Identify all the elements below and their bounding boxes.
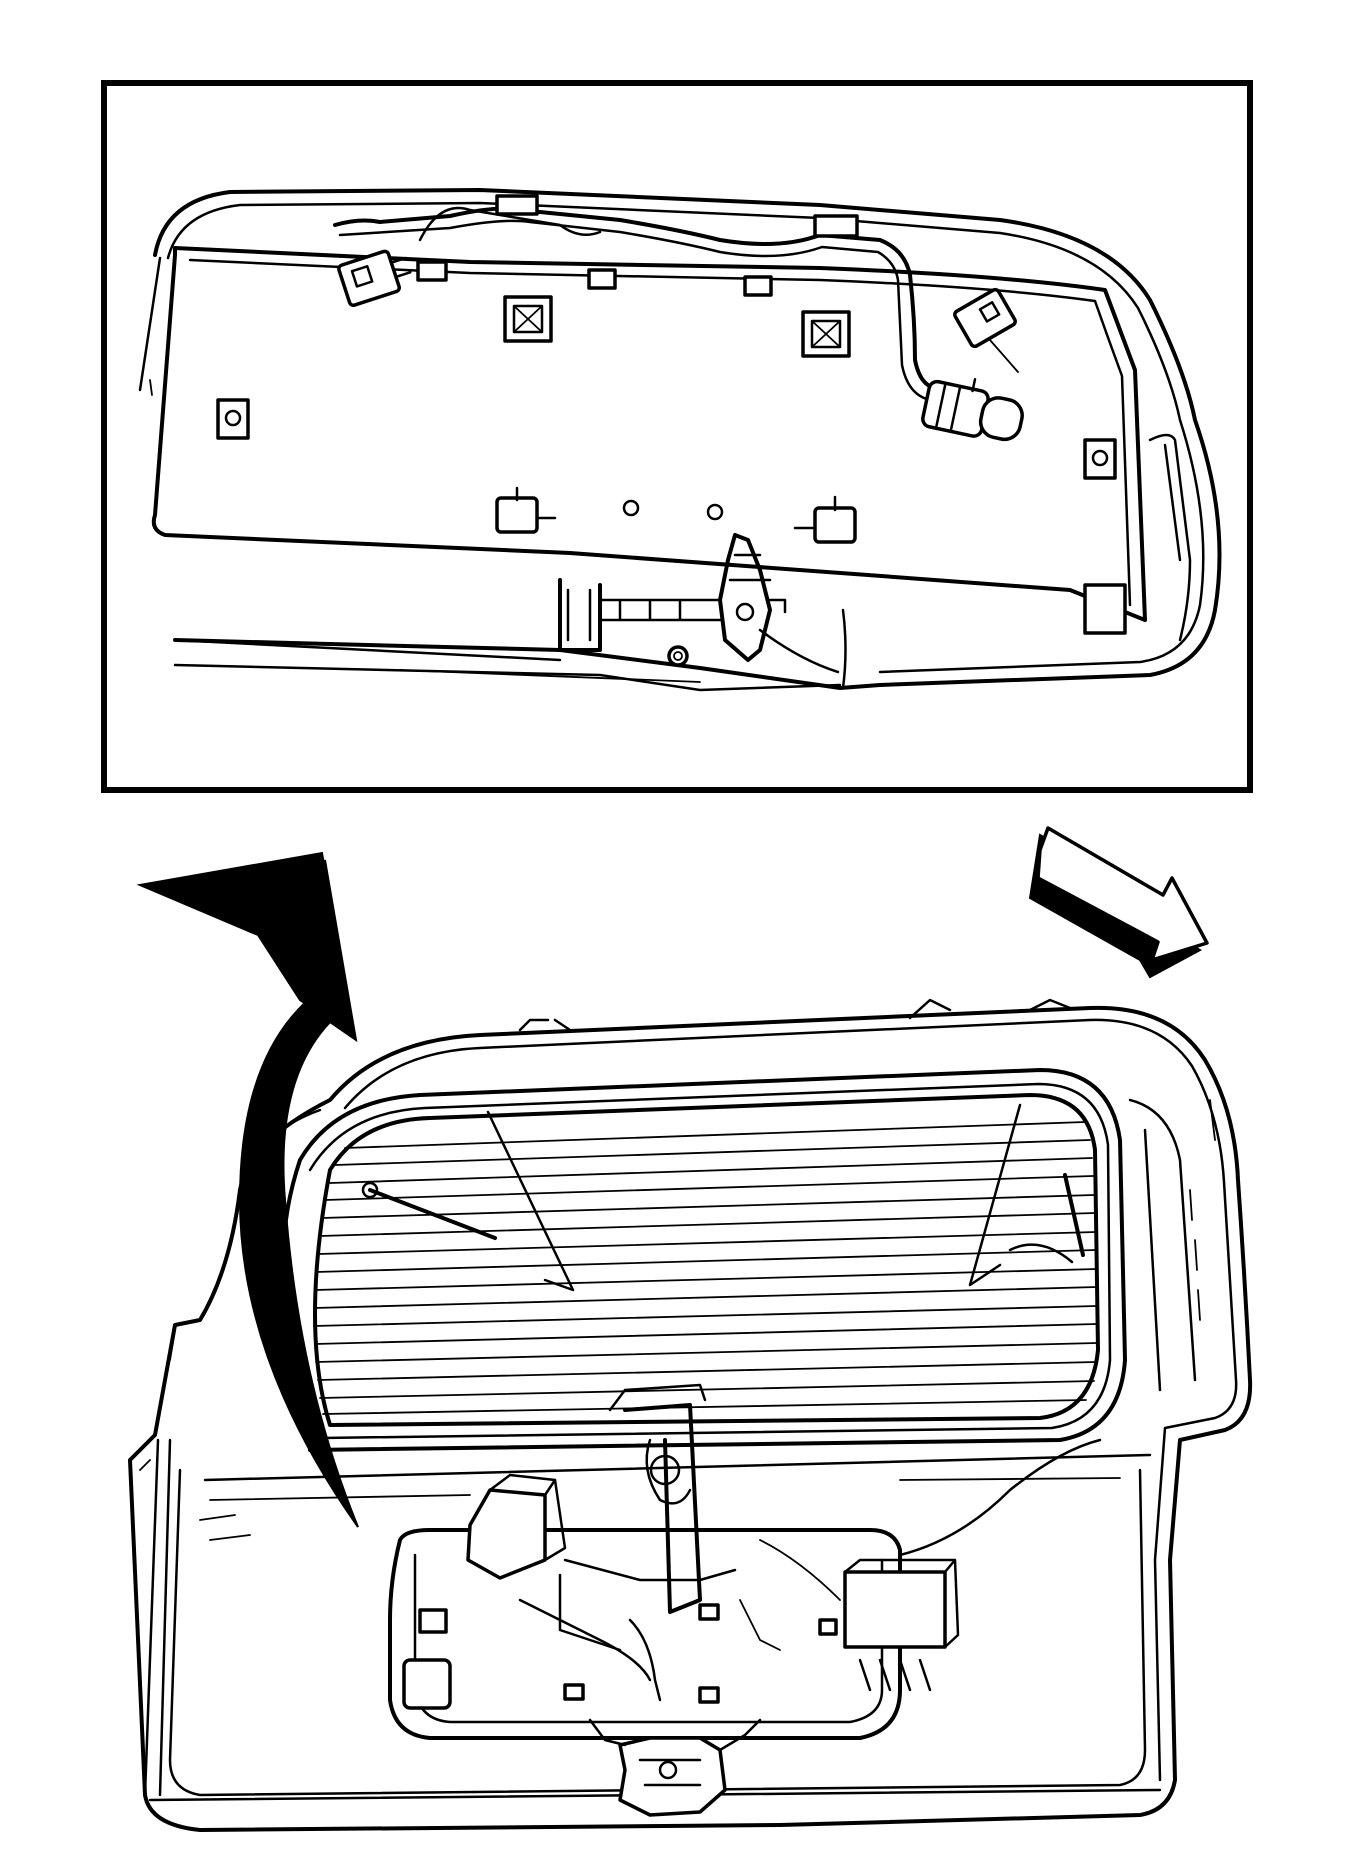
inset-latch-bolt: [667, 645, 689, 667]
inset-trim-stop-block: [1083, 583, 1127, 635]
inset-trim-right-channel-2: [1163, 443, 1182, 562]
liftgate-outer-shell-2: [343, 1018, 1238, 1782]
curved-arrow-icon: [136, 851, 359, 1528]
inset-retainer-tab-3: [743, 275, 773, 297]
inset-retainer-tab-1: [416, 260, 448, 282]
inset-connector-right-lead: [989, 339, 1019, 373]
inset-wire-harness: [333, 206, 937, 390]
inset-harness-connector-top-1: [495, 194, 539, 216]
inset-body-lower-line-3: [399, 669, 701, 683]
liftgate-lower-body-line-2: [209, 1477, 1121, 1501]
liftgate-control-module: [843, 1558, 960, 1692]
liftgate-outer-shell: [128, 1005, 1253, 1832]
liftgate-right-dashes: [1189, 1099, 1216, 1321]
inset-trim-left-edge-2: [149, 379, 153, 396]
liftgate-clip-4: [818, 1618, 838, 1636]
inset-trim-panel-inner: [188, 258, 1132, 607]
inset-frame: [101, 80, 1253, 793]
liftgate-actuator-motor: [466, 1473, 567, 1580]
glass-frame-outer: [281, 1068, 1127, 1452]
inset-latch-assembly: [558, 533, 840, 674]
inset-pushpin-retainer-2: [801, 310, 851, 358]
liftgate-hinge-marks: [518, 998, 1072, 1032]
liftgate-clip-1: [418, 1608, 448, 1634]
liftgate-latch-linkage: [558, 1383, 737, 1652]
inset-body-seam: [841, 608, 847, 690]
inset-hole-1: [622, 499, 640, 517]
liftgate-clip-3: [698, 1603, 720, 1621]
detail-inset: [101, 80, 1253, 793]
inset-retainer-tab-2: [587, 268, 617, 290]
rear-window-glass: [313, 1093, 1100, 1427]
inset-side-clip-right: [1083, 438, 1117, 480]
liftgate-wire-harness: [518, 1438, 1102, 1702]
liftgate-left-inner: [248, 1108, 322, 1172]
liftgate-left-flange: [143, 1438, 172, 1797]
inset-body-lower-line-2: [173, 663, 842, 692]
liftgate-left-detail: [139, 1329, 251, 1541]
liftgate-right-pillar: [1128, 1098, 1197, 1392]
inset-harness-connector-top-2: [813, 214, 859, 238]
liftgate-wire-harness-2: [739, 1539, 841, 1651]
inset-wire-harness-2: [338, 219, 932, 402]
inset-wire-loop: [418, 206, 602, 242]
liftgate-lower-body-line-1: [203, 1453, 1152, 1482]
inset-hole-2: [706, 503, 724, 521]
inset-side-clip-left: [216, 398, 250, 440]
inset-connector-right: [953, 287, 1017, 349]
direction-arrow-icon: [1028, 826, 1209, 979]
inset-trim-left-edge: [138, 256, 162, 392]
inset-body-lower-line-1: [173, 638, 562, 662]
service-access-opening: [388, 1528, 902, 1740]
inset-trim-right-channel: [1148, 433, 1192, 642]
liftgate-clip-6: [698, 1686, 720, 1704]
inset-trim-panel: [151, 246, 1147, 622]
inset-lower-fastener-right: [793, 495, 857, 544]
glass-frame-inner: [308, 1082, 1112, 1440]
inset-harness-plug: [921, 378, 1024, 442]
inset-pushpin-retainer-1: [503, 295, 553, 343]
liftgate-latch: [588, 1718, 762, 1817]
inset-trim-outer-edge: [153, 188, 1222, 690]
liftgate-clip-2: [402, 1658, 452, 1710]
inset-trim-outer-edge-2: [166, 201, 1205, 674]
liftgate-clip-5: [563, 1683, 585, 1701]
inset-lower-fastener-left: [495, 486, 557, 534]
liftgate-overview: [128, 998, 1253, 1832]
inset-connector-left: [337, 249, 412, 308]
